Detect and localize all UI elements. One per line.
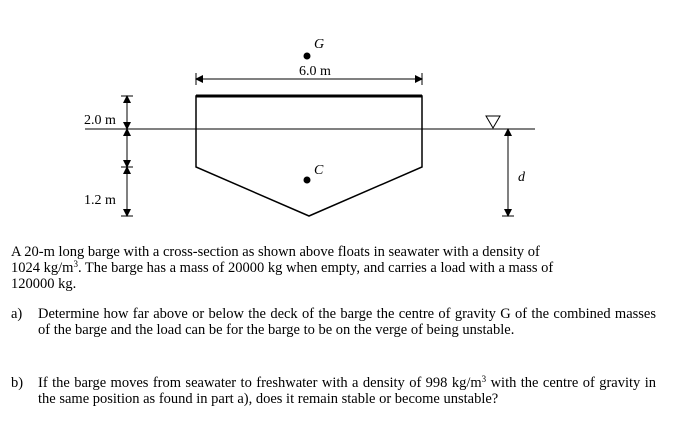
point-g [303,52,311,60]
intro-superscript: 3 [73,259,78,269]
part-b-text-2: with the centre of gravity in the same p… [38,375,656,407]
barge-cross-section-figure: 6.0 m G C 2.0 m 1.2 m d [84,37,535,217]
part-a: a) Determine how far above or below the … [11,306,656,338]
point-c [303,176,311,184]
label-c: C [314,163,324,178]
part-b-text-1: If the barge moves from seawater to fres… [38,375,482,391]
intro-line-2a: 1024 kg/m [11,260,74,276]
problem-intro: A 20-m long barge with a cross-section a… [11,244,651,292]
draft-d-label: d [518,170,526,185]
width-label: 6.0 m [299,64,331,79]
intro-line-1: A 20-m long barge with a cross-section a… [11,244,540,260]
freeboard-label: 2.0 m [84,113,116,128]
draft-bottom-label: 1.2 m [84,193,116,208]
intro-line-2b: . The barge has a mass of 20000 kg when … [77,260,554,276]
label-g: G [314,37,324,52]
part-a-label: a) [11,306,23,322]
water-surface-symbol [485,115,501,129]
part-b-text: If the barge moves from seawater to fres… [38,374,656,408]
barge-hull [195,95,423,217]
intro-line-3: 120000 kg. [11,276,77,292]
part-a-text: Determine how far above or below the dec… [38,306,656,338]
part-b: b) If the barge moves from seawater to f… [11,374,656,408]
part-b-label: b) [11,375,24,391]
part-b-superscript: 3 [481,374,487,384]
